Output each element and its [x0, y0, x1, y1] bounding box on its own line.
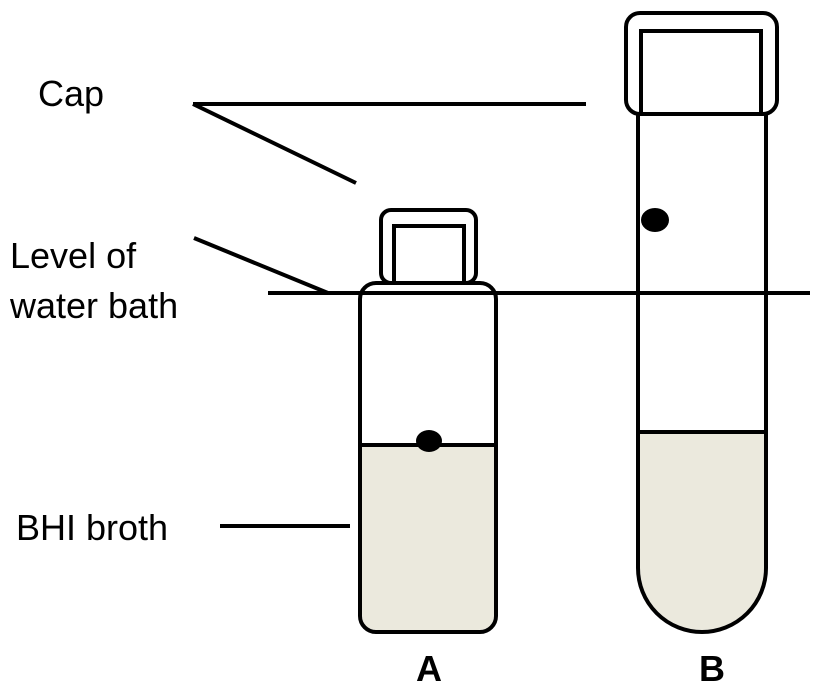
tube-b-cap [624, 11, 779, 116]
tube-b-cap-inner [639, 29, 763, 116]
tube-b [624, 11, 779, 634]
broth-label: BHI broth [16, 507, 168, 548]
cap-label: Cap [38, 73, 104, 114]
tube-a [358, 208, 498, 634]
tube-b-label: B [699, 648, 725, 687]
tube-b-body [636, 113, 768, 634]
tube-a-label: A [416, 648, 442, 687]
cap-leader-to-a [192, 102, 357, 185]
tube-b-bead [641, 208, 669, 232]
tube-a-bead [416, 430, 442, 452]
water-bath-label-line1: Level of [10, 235, 137, 276]
tube-a-cap-inner [392, 224, 466, 285]
water-bath-label-line2: water bath [9, 285, 178, 326]
tube-b-cap-outer [624, 11, 779, 116]
tube-b-broth [640, 434, 764, 630]
water-level-leader [193, 236, 329, 295]
tube-a-cap [379, 208, 478, 285]
tube-a-broth [362, 446, 494, 630]
